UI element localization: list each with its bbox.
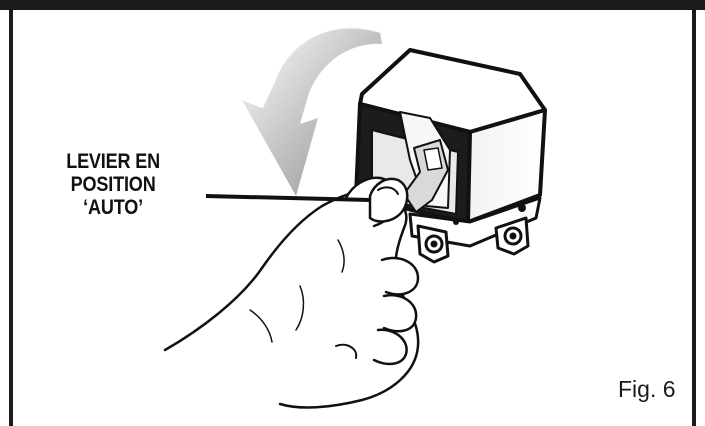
lever-callout-label: LEVIER EN POSITION ‘AUTO’ xyxy=(40,150,186,219)
figure-number-label: Fig. 6 xyxy=(618,376,676,403)
callout-line-2: POSITION xyxy=(40,173,186,196)
hand-illustration xyxy=(165,178,418,408)
callout-line-1: LEVIER EN xyxy=(40,150,186,173)
callout-line-3: ‘AUTO’ xyxy=(40,196,186,219)
